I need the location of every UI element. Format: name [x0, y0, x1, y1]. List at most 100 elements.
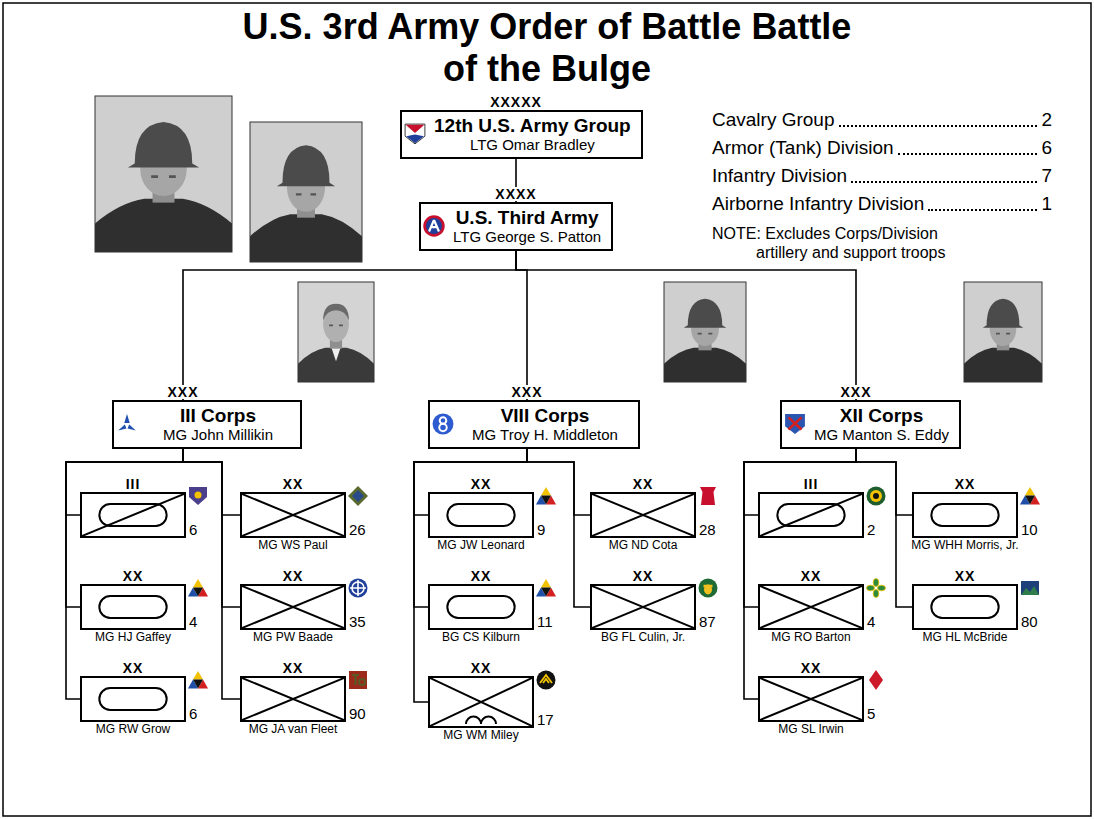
echelon-mark: XX	[121, 661, 146, 675]
unit-number: 80	[1021, 613, 1038, 630]
unit-type-symbol	[914, 494, 1016, 536]
command-line	[856, 449, 912, 607]
unit-symbol: XX87BG FL Culin, Jr.	[590, 584, 696, 630]
unit-type-symbol	[242, 586, 344, 628]
tally-count: 1	[1041, 190, 1052, 218]
command-name: XII Corps	[814, 405, 949, 426]
commander-name: MG Troy H. Middleton	[462, 426, 628, 444]
command-line	[516, 251, 527, 400]
unit-symbol: XX4MG HJ Gaffey	[80, 584, 186, 630]
dot-leader	[928, 209, 1037, 211]
unit-type-symbol	[592, 494, 694, 536]
unit-number: 28	[699, 521, 716, 538]
commander-name: MG SL Irwin	[778, 722, 844, 736]
unit-symbol: XX11BG CS Kilburn	[428, 584, 534, 630]
tally-label: Airborne Infantry Division	[712, 190, 924, 218]
echelon-mark: XX	[469, 661, 494, 675]
unit-type-symbol	[430, 678, 532, 726]
unit-number: 35	[349, 613, 366, 630]
command-line	[183, 449, 240, 607]
commander-name: MG HL McBride	[923, 630, 1008, 644]
unit-type-symbol	[760, 586, 862, 628]
echelon-mark: XXX	[838, 385, 873, 399]
echelon-mark: III	[124, 477, 143, 491]
unit-number: 9	[537, 521, 545, 538]
echelon-mark: XX	[281, 661, 306, 675]
unit-number: 6	[189, 521, 197, 538]
unit-type-symbol	[914, 586, 1016, 628]
tally-row: Armor (Tank) Division6	[712, 134, 1052, 162]
unit-symbol: XX80MG HL McBride	[912, 584, 1018, 630]
tally-row: Infantry Division 7	[712, 162, 1052, 190]
unit-symbol: XX6MG RW Grow	[80, 676, 186, 722]
page-frame	[3, 3, 1091, 816]
echelon-mark: XX	[281, 569, 306, 583]
echelon-mark: XXX	[509, 385, 544, 399]
unit-type-symbol	[430, 494, 532, 536]
unit-type-symbol	[760, 678, 862, 720]
unit-tally: Cavalry Group2Armor (Tank) Division6Infa…	[712, 106, 1052, 218]
command-line	[183, 251, 516, 400]
command-line	[66, 449, 183, 699]
commander-name: LTG Omar Bradley	[434, 136, 631, 154]
dot-leader	[898, 153, 1038, 155]
unit-symbol: XX35MG PW Baade	[240, 584, 346, 630]
commander-name: MG John Millikin	[146, 426, 290, 444]
command-name: U.S. Third Army	[453, 207, 601, 228]
unit-number: 87	[699, 613, 716, 630]
commander-name: MG JA van Fleet	[249, 722, 338, 736]
command-line	[856, 449, 912, 515]
unit-symbol: XX28MG ND Cota	[590, 492, 696, 538]
tally-count: 7	[1041, 162, 1052, 190]
unit-number: 17	[537, 711, 554, 728]
command-name: VIII Corps	[462, 405, 628, 426]
commander-name: MG RO Barton	[771, 630, 850, 644]
footnote: NOTE: Excludes Corps/Division artillery …	[712, 224, 982, 262]
commander-name: MG PW Baade	[253, 630, 333, 644]
commander-photos	[95, 96, 1042, 382]
command-line	[183, 449, 240, 699]
unit-type-symbol	[592, 586, 694, 628]
commander-name: MG WS Paul	[258, 538, 327, 552]
unit-symbol: XX5MG SL Irwin	[758, 676, 864, 722]
unit-number: 26	[349, 521, 366, 538]
command-line	[66, 449, 183, 515]
corps-box: XXXVIII CorpsMG Troy H. Middleton	[428, 400, 640, 449]
tally-label: Armor (Tank) Division	[712, 134, 894, 162]
unit-insignia	[117, 124, 1040, 690]
echelon-mark: XXXX	[493, 187, 538, 201]
unit-symbol: XX17MG WM Miley	[428, 676, 534, 728]
unit-number: 6	[189, 705, 197, 722]
unit-number: 10	[1021, 521, 1038, 538]
tally-row: Cavalry Group2	[712, 106, 1052, 134]
echelon-mark: XX	[799, 661, 824, 675]
commander-name: LTG George S. Patton	[453, 228, 601, 246]
tally-count: 2	[1041, 106, 1052, 134]
echelon-mark: XXXXX	[488, 95, 544, 109]
echelon-mark: XX	[121, 569, 146, 583]
echelon-mark: XX	[631, 569, 656, 583]
unit-number: 90	[349, 705, 366, 722]
commander-name: MG Manton S. Eddy	[814, 426, 949, 444]
unit-symbol: XX10MG WHH Morris, Jr.	[912, 492, 1018, 538]
unit-type-symbol	[430, 586, 532, 628]
commander-name: MG RW Grow	[96, 722, 170, 736]
diagram-title: U.S. 3rd Army Order of Battle Battle of …	[237, 6, 857, 90]
command-line	[414, 449, 527, 702]
unit-symbol: XX90MG JA van Fleet	[240, 676, 346, 722]
tally-label: Infantry Division	[712, 162, 847, 190]
unit-number: 4	[867, 613, 875, 630]
command-box: XXXXX12th U.S. Army GroupLTG Omar Bradle…	[400, 110, 643, 159]
echelon-mark: III	[802, 477, 821, 491]
command-line	[527, 449, 590, 607]
tally-row: Airborne Infantry Division 1	[712, 190, 1052, 218]
unit-type-symbol	[760, 494, 862, 536]
unit-number: 5	[867, 705, 875, 722]
unit-type-symbol	[82, 678, 184, 720]
command-box: XXXXU.S. Third ArmyLTG George S. Patton	[419, 202, 613, 251]
unit-type-symbol	[82, 586, 184, 628]
commander-name: MG WHH Morris, Jr.	[911, 538, 1018, 552]
echelon-mark: XX	[799, 569, 824, 583]
echelon-mark: XX	[469, 477, 494, 491]
unit-symbol: XX26MG WS Paul	[240, 492, 346, 538]
